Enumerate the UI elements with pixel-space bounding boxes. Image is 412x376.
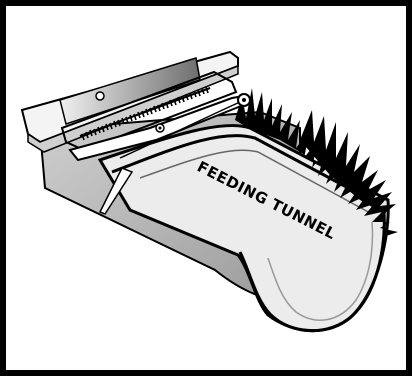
pivot-knob-center xyxy=(242,98,246,102)
